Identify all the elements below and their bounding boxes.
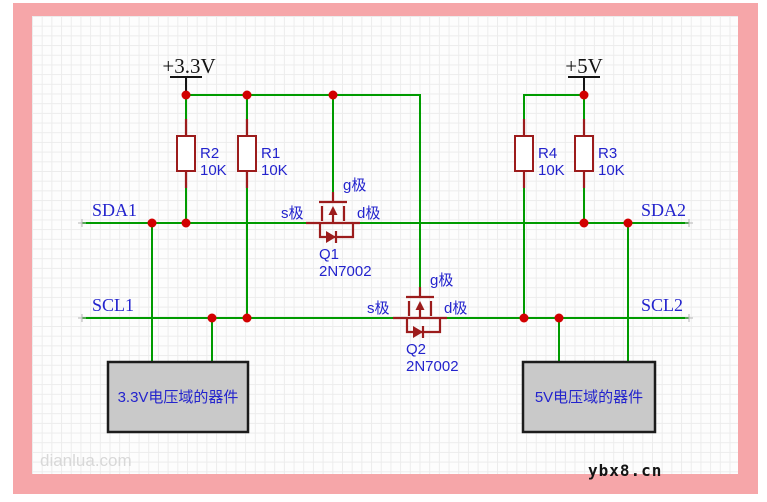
mosfet-Q2-body-diode — [413, 326, 423, 338]
mosfet-Q2-symbol — [393, 287, 447, 338]
resistor-R4-value: 10K — [538, 162, 565, 179]
wire-net-sda1 — [82, 188, 306, 362]
resistor-R3: R3 10K — [574, 119, 625, 188]
junction-dot — [181, 218, 191, 228]
resistor-R3-value: 10K — [598, 162, 625, 179]
power-label-5v: +5V — [565, 54, 603, 78]
wire-net-scl1 — [82, 188, 393, 362]
mosfet-Q2-bulk-arrow — [415, 301, 425, 310]
mosfet-Q1-symbol — [306, 192, 360, 243]
device-box-5v-label: 5V电压域的器件 — [535, 389, 643, 406]
junction-dot — [579, 218, 589, 228]
junction-dot — [554, 313, 564, 323]
junction-dot — [519, 313, 529, 323]
mosfet-Q1-bulk-arrow — [328, 206, 338, 215]
watermark-ybx8: ybx8.cn — [588, 461, 663, 480]
resistor-R4: R4 10K — [514, 119, 565, 188]
device-box-3v3-label: 3.3V电压域的器件 — [118, 389, 239, 406]
mosfet-Q1-source-label: s极 — [281, 205, 304, 222]
mosfet-Q2-part: 2N7002 — [406, 358, 459, 375]
mosfet-Q1-body-diode — [326, 231, 336, 243]
watermark-dianlua: dianlua.com — [40, 451, 132, 470]
net-label-sda1: SDA1 — [92, 200, 137, 220]
junction-dot — [579, 90, 589, 100]
mosfet-Q2-ref: Q2 — [406, 341, 426, 358]
junction-dot — [147, 218, 157, 228]
mosfet-Q2-drain-label: d极 — [444, 300, 467, 317]
junction-dot — [242, 90, 252, 100]
mosfet-Q1-gate-label: g极 — [343, 177, 366, 194]
junction-dot — [242, 313, 252, 323]
resistor-R2-body — [176, 135, 196, 172]
resistor-R1-body — [237, 135, 257, 172]
mosfet-Q2-gate-label: g极 — [430, 272, 453, 289]
resistor-R4-ref: R4 — [538, 145, 557, 162]
power-label-3v3: +3.3V — [162, 54, 215, 78]
power-port-3v3: +3.3V — [162, 54, 216, 95]
resistor-R1: R1 10K — [237, 119, 288, 188]
wire-net-scl2 — [447, 188, 689, 362]
mosfet-Q1-drain-label: d极 — [357, 205, 380, 222]
net-label-scl2: SCL2 — [641, 295, 683, 315]
resistor-R2-ref: R2 — [200, 145, 219, 162]
mosfet-Q1: g极 s极 d极 Q1 2N7002 — [281, 177, 380, 280]
mosfet-Q1-part: 2N7002 — [319, 263, 372, 280]
wire-vcc-3v3-rail — [185, 94, 421, 287]
resistor-R3-body — [574, 135, 594, 172]
junction-dot — [181, 90, 191, 100]
wire-end-ticks — [78, 219, 693, 322]
mosfet-Q1-ref: Q1 — [319, 246, 339, 263]
device-box-5v-rect — [521, 360, 657, 434]
device-box-3v3: 3.3V电压域的器件 — [106, 360, 250, 434]
wire-vcc-5v-rail — [523, 94, 585, 119]
device-box-3v3-rect — [106, 360, 250, 434]
resistor-R3-ref: R3 — [598, 145, 617, 162]
net-label-scl1: SCL1 — [92, 295, 134, 315]
resistor-R1-value: 10K — [261, 162, 288, 179]
resistor-R4-body — [514, 135, 534, 172]
resistor-R2: R2 10K — [176, 119, 227, 188]
junction-dots — [147, 90, 633, 323]
device-box-5v: 5V电压域的器件 — [521, 360, 657, 434]
junction-dot — [328, 90, 338, 100]
junction-dot — [207, 313, 217, 323]
junction-dot — [623, 218, 633, 228]
power-port-5v: +5V — [565, 54, 603, 95]
net-label-sda2: SDA2 — [641, 200, 686, 220]
mosfet-Q2: g极 s极 d极 Q2 2N7002 — [367, 272, 467, 375]
resistor-R1-ref: R1 — [261, 145, 280, 162]
resistor-R2-value: 10K — [200, 162, 227, 179]
mosfet-Q2-source-label: s极 — [367, 300, 390, 317]
